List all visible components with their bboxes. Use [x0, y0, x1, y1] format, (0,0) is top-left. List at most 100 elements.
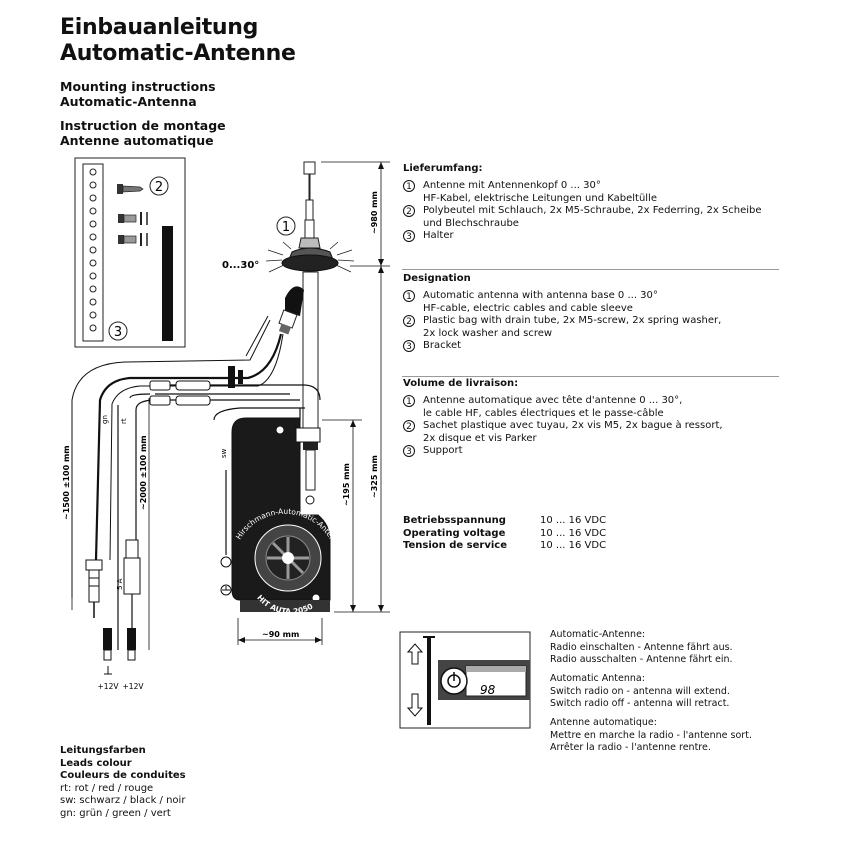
callout-2-circle	[149, 176, 169, 196]
item-line: 2x lock washer and screw	[423, 327, 553, 339]
callout-number: 1	[403, 180, 415, 192]
document-title: Einbauanleitung Automatic-Antenne	[60, 15, 296, 67]
operation-line: Mettre en marche la radio - l'antenne so…	[550, 729, 752, 741]
spec-label: Tension de service	[403, 540, 507, 551]
operation-title: Automatic-Antenne:	[550, 629, 646, 640]
dim-2000-label: ~2000 ±100 mm	[139, 435, 148, 510]
operation-line: Radio ausschalten - Antenne fährt ein.	[550, 654, 733, 665]
title-de-line1: Einbauanleitung	[60, 15, 259, 40]
cable-grommet	[228, 366, 235, 388]
ground-terminal	[220, 556, 232, 596]
operation-line: Switch radio off - antenna will retract.	[550, 698, 730, 709]
operation-en: Automatic Antenna: Switch radio on - ant…	[550, 673, 730, 711]
callout-number: 3	[403, 230, 415, 242]
outer-lead	[71, 319, 271, 598]
title-en-line2: Automatic-Antenna	[60, 94, 197, 109]
v12-label-a: +12V	[98, 682, 120, 691]
item-line: HF-cable, electric cables and cable slee…	[423, 302, 633, 314]
antenna-plug	[85, 559, 103, 618]
callout-number: 2	[403, 205, 415, 217]
title-fr-line1: Instruction de montage	[60, 118, 226, 133]
item-line: Halter	[423, 230, 454, 241]
spec-value: 10 ... 16 VDC	[540, 515, 607, 526]
bracket-panel: 2 3	[74, 157, 186, 348]
item-line: und Blechschraube	[423, 217, 519, 229]
callout-number: 3	[403, 340, 415, 352]
dim-90-label: ~90 mm	[262, 630, 299, 639]
motor-clamp	[295, 427, 321, 443]
item-line: le cable HF, cables électriques et le pa…	[423, 407, 664, 419]
divider	[402, 376, 779, 377]
callout-1-label: 1	[282, 220, 290, 235]
operation-line: Radio einschalten - Antenne fährt aus.	[550, 641, 733, 653]
title-de-line2: Automatic-Antenne	[60, 41, 296, 66]
dimension-lines	[71, 161, 390, 650]
coax-cable	[94, 333, 283, 561]
spec-value: 10 ... 16 VDC	[540, 540, 607, 551]
callout-1-circle	[276, 216, 296, 236]
title-fr-line2: Antenne automatique	[60, 133, 214, 148]
sheet-metal-screw	[117, 184, 144, 194]
operation-fr: Antenne automatique: Mettre en marche la…	[550, 717, 752, 755]
cable-sleeves	[149, 366, 243, 406]
scope-de-item-3: 3 Halter	[403, 230, 779, 243]
callout-number: 1	[403, 290, 415, 302]
spec-label: Betriebsspannung	[403, 515, 506, 526]
item-line: Plastic bag with drain tube, 2x M5-screw…	[423, 315, 722, 326]
dim-1500-label: ~1500 ±100 mm	[62, 445, 71, 520]
title-fr: Instruction de montage Antenne automatiq…	[60, 118, 226, 148]
legend-title-en: Leads colour	[60, 757, 132, 769]
scope-de-item-2: 2 Polybeutel mit Schlauch, 2x M5-Schraube…	[403, 205, 779, 230]
plug-connectors	[103, 628, 136, 675]
legend-gn: gn: grün / green / vert	[60, 807, 171, 819]
spec-row: Betriebsspannung 10 ... 16 VDC	[403, 515, 606, 528]
spec-row: Tension de service 10 ... 16 VDC	[403, 540, 606, 553]
scope-fr-title: Volume de livraison:	[403, 378, 519, 389]
callout-number: 1	[403, 395, 415, 407]
item-line: Automatic antenna with antenna base 0 ..…	[423, 290, 658, 301]
callout-3-label: 3	[114, 325, 122, 340]
item-line: HF-Kabel, elektrische Leitungen und Kabe…	[423, 192, 657, 204]
antenna-mast	[265, 161, 355, 491]
operation-title: Antenne automatique:	[550, 717, 657, 728]
v12-label-b: +12V	[123, 682, 145, 691]
fuse-holder	[123, 539, 141, 628]
spec-value: 10 ... 16 VDC	[540, 527, 607, 539]
spec-row: Operating voltage 10 ... 16 VDC	[403, 528, 606, 541]
hf-connector	[278, 286, 304, 335]
item-line: Polybeutel mit Schlauch, 2x M5-Schraube,…	[423, 205, 762, 216]
item-line: Bracket	[423, 340, 462, 351]
radio-display-text: 98	[480, 683, 496, 697]
callout-3-circle	[108, 321, 128, 341]
wire-gn-label: gn	[101, 415, 109, 424]
dimension-arrows	[238, 162, 384, 643]
operation-de: Automatic-Antenne: Radio einschalten - A…	[550, 629, 733, 667]
legend-sw: sw: schwarz / black / noir	[60, 795, 186, 806]
callout-number: 3	[403, 445, 415, 457]
drain-tube	[162, 226, 173, 341]
bracket-holes	[89, 168, 97, 332]
dim-195-label: ~195 mm	[342, 463, 351, 506]
tilt-rays	[265, 241, 355, 273]
voltage-specs: Betriebsspannung 10 ... 16 VDC Operating …	[403, 515, 606, 553]
spec-label: Operating voltage	[403, 527, 506, 539]
title-en-line1: Mounting instructions	[60, 79, 216, 94]
scope-en-item-3: 3 Bracket	[403, 340, 779, 353]
legend-title-fr: Couleurs de conduites	[60, 770, 186, 781]
motor-housing	[231, 417, 331, 612]
scope-fr-item-2: 2 Sachet plastique avec tuyau, 2x vis M5,…	[403, 420, 779, 445]
legend-rt: rt: rot / red / rouge	[60, 782, 154, 794]
item-line: Sachet plastique avec tuyau, 2x vis M5, …	[423, 420, 723, 431]
callout-number: 2	[403, 420, 415, 432]
item-line: 2x disque et vis Parker	[423, 432, 537, 444]
wire-rt-label: rt	[120, 418, 128, 424]
dim-325-label: ~325 mm	[370, 455, 379, 498]
cables	[71, 315, 321, 650]
